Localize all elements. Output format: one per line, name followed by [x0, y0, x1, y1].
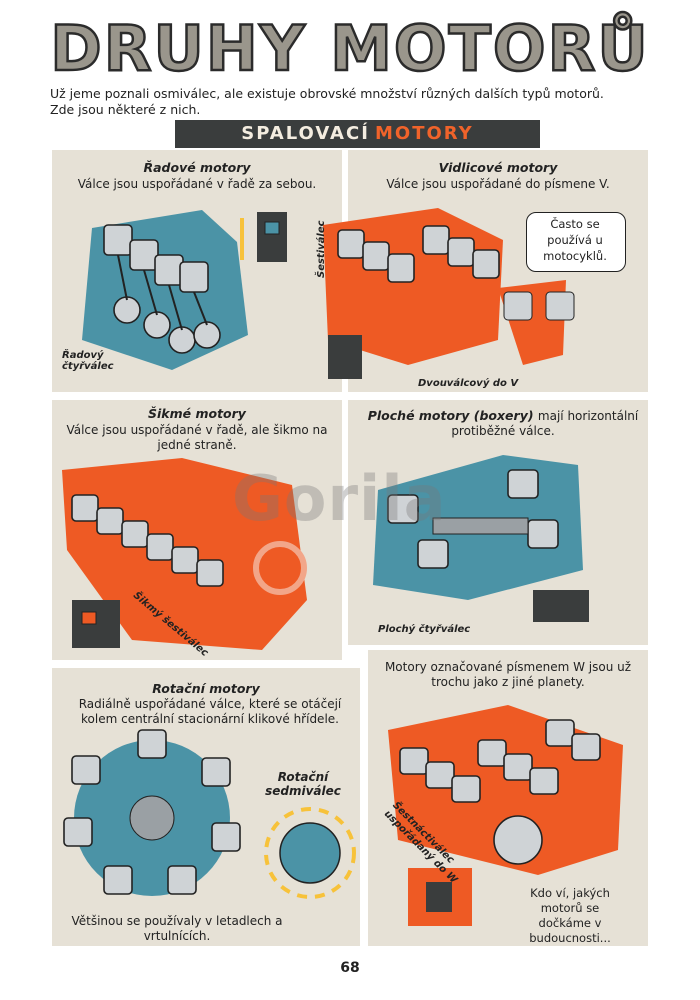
- rotary-engine-illustration: [63, 729, 356, 899]
- panel-rotary-label: Rotační sedmiválec: [265, 770, 341, 798]
- panel-w-text: Motory označované písmenem W jsou už tro…: [384, 660, 632, 689]
- section-title-left: SPALOVACÍ: [241, 123, 370, 144]
- panel-boxer-title-bold: Ploché motory (boxery): [367, 408, 534, 423]
- panel-vee-bubble: Často se používá u motocyklů.: [543, 217, 607, 263]
- panel-rotary-title: Rotační motory: [152, 681, 260, 696]
- panel-vee-title: Vidlicové motory: [438, 160, 558, 175]
- section-title-right: MOTORY: [375, 123, 474, 144]
- motorcycle-speech-bubble: [526, 212, 626, 272]
- panel-rotary-text: Radiálně uspořádané válce, které se otáč…: [78, 697, 342, 726]
- watermark: Gorila: [232, 462, 447, 535]
- panel-vee-label-six: Šestiválec: [316, 220, 327, 278]
- panel-w-footer: Kdo ví, jakých motorů se dočkáme v budou…: [529, 886, 611, 945]
- panel-inline-title: Řadové motory: [143, 160, 251, 175]
- section-banner: SPALOVACÍ MOTORY: [175, 120, 540, 148]
- vee-engine-illustration: [323, 208, 575, 379]
- panel-boxer-title: Ploché motory (boxery) mají horizontální…: [358, 408, 648, 438]
- panel-slant-title: Šikmé motory: [148, 406, 246, 421]
- panel-slant-text: Válce jsou uspořádané v řadě, ale šikmo …: [66, 423, 328, 452]
- boxer-engine-illustration: [373, 455, 589, 622]
- page-number: 68: [340, 960, 360, 976]
- slant-engine-illustration: [62, 458, 307, 650]
- panel-inline-label: Řadový čtyřválec: [62, 350, 114, 372]
- intro-text: Už jeme poznali osmiválec, ale existuje …: [50, 86, 604, 117]
- panel-inline-text: Válce jsou uspořádané v řadě za sebou.: [77, 177, 317, 191]
- panel-vee-text: Válce jsou uspořádané do písmene V.: [386, 177, 610, 191]
- panel-boxer-label: Plochý čtyřválec: [378, 624, 471, 635]
- panel-boxer-title-rest: mají horizontální protiběžné válce.: [451, 409, 639, 438]
- w-engine-illustration: [388, 705, 623, 926]
- inline-engine-illustration: [82, 210, 287, 370]
- panel-rotary-footer: Většinou se používaly v letadlech a vrtu…: [71, 914, 283, 943]
- panel-vee-label-twin: Dvouválcový do V: [418, 378, 519, 389]
- page-title: DRUHY MOTORŮ: [49, 12, 650, 85]
